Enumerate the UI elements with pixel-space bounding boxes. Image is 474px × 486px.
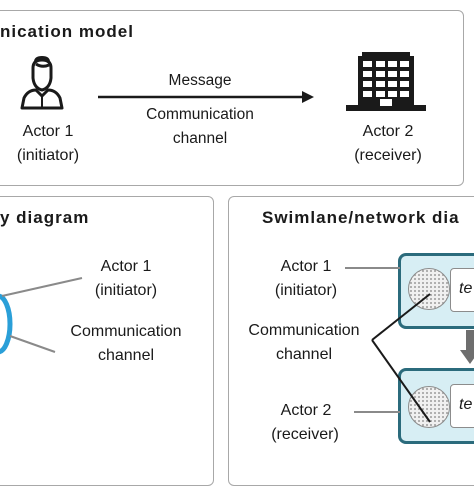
left-channel-leader — [9, 335, 56, 353]
actor2-task-box: te — [450, 384, 474, 428]
left-diagram-graphics — [0, 277, 83, 355]
top-channel-line1: Communication — [146, 106, 254, 123]
left-panel-title: y diagram — [0, 208, 90, 227]
left-actor1-leader — [1, 277, 83, 297]
message-label: Message — [168, 72, 232, 89]
left-actor1-role: (initiator) — [94, 282, 158, 299]
right-channel-leader-down — [371, 339, 431, 423]
top-channel-line2: channel — [172, 130, 228, 147]
message-arrow — [98, 91, 314, 103]
left-channel-line1: Communication — [70, 323, 182, 340]
building-icon — [346, 52, 426, 111]
left-actor1-name: Actor 1 — [100, 258, 152, 275]
communication-model-graphics — [20, 52, 426, 111]
right-actor1-role: (initiator) — [274, 282, 338, 299]
actor1-node — [408, 268, 450, 310]
top-actor1-role: (initiator) — [16, 147, 80, 164]
channel-arc — [0, 293, 13, 355]
right-actor2-role: (receiver) — [271, 426, 339, 443]
right-channel-line1: Communication — [248, 322, 360, 339]
left-diagram-panel — [0, 196, 214, 486]
top-actor1-name: Actor 1 — [22, 123, 74, 140]
left-channel-line2: channel — [97, 347, 155, 364]
flow-arrow — [460, 330, 474, 364]
swimlane-graphics — [345, 267, 474, 423]
right-actor2-name: Actor 2 — [280, 402, 332, 419]
top-actor2-name: Actor 2 — [362, 123, 414, 140]
top-actor2-role: (receiver) — [354, 147, 422, 164]
right-panel-title: Swimlane/network dia — [262, 208, 460, 227]
right-channel-leader-up — [371, 293, 431, 341]
right-channel-line2: channel — [275, 346, 333, 363]
actor2-node — [408, 386, 450, 428]
communication-model-title: nication model — [0, 22, 134, 41]
person-icon — [20, 56, 64, 110]
right-actor1-name: Actor 1 — [280, 258, 332, 275]
actor1-task-box: te — [450, 268, 474, 312]
